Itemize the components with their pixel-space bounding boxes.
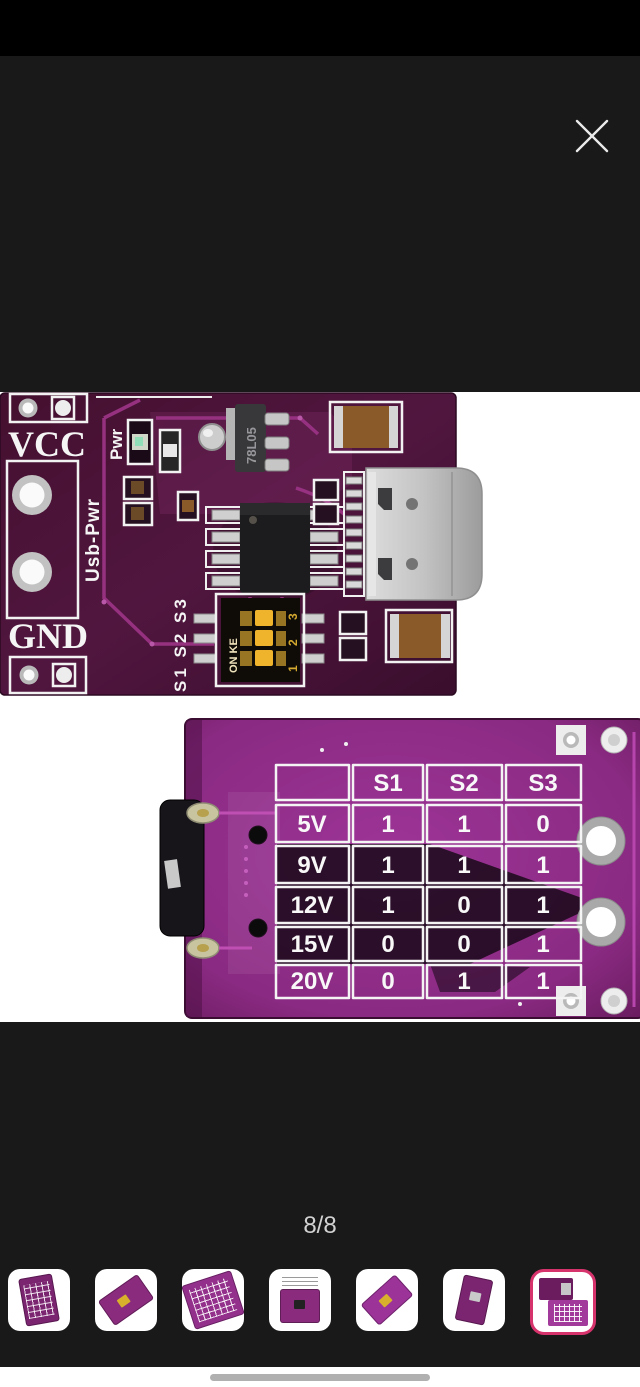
svg-text:1: 1 <box>381 811 394 838</box>
corner-pads <box>556 725 628 1016</box>
pcb-back-view: S1 S2 S3 5V 1 1 0 9V 1 1 1 12V 1 0 <box>159 718 640 1019</box>
svg-text:1: 1 <box>457 852 470 879</box>
thumbnail-strip <box>8 1269 632 1341</box>
vcc-pad-block <box>8 392 89 424</box>
dip-side-label: S1 S2 S3 <box>171 596 190 692</box>
thumbnail-product-photo-3[interactable] <box>182 1269 244 1331</box>
usb-c-connector <box>343 467 483 601</box>
row-label: 9V <box>297 852 326 879</box>
resistor <box>158 428 182 474</box>
small-parts-right <box>312 478 340 526</box>
svg-text:1: 1 <box>381 892 394 919</box>
close-button[interactable] <box>568 112 616 160</box>
close-icon <box>575 119 609 153</box>
capacitor-top-right <box>328 400 404 454</box>
svg-text:0: 0 <box>536 811 549 838</box>
thumbnail-product-photo-2[interactable] <box>95 1269 157 1331</box>
page-indicator: 8/8 <box>303 1212 337 1239</box>
thumbnail-product-photo-5[interactable] <box>356 1269 418 1331</box>
usb-c-connector-back <box>159 799 276 959</box>
svg-text:0: 0 <box>457 931 470 958</box>
row-label: 12V <box>291 892 334 919</box>
table-header-s1: S1 <box>373 770 402 797</box>
solder-blob <box>198 423 226 451</box>
pcb-front-view: VCC GND Pwr <box>0 392 483 696</box>
usb-pwr-label: Usb-Pwr <box>83 498 104 582</box>
via-dots <box>320 742 522 1006</box>
gnd-pad-block <box>8 655 88 695</box>
vcc-label: VCC <box>8 424 86 464</box>
row-label: 15V <box>291 931 334 958</box>
product-image[interactable]: VCC GND Pwr <box>0 392 640 1022</box>
svg-text:1: 1 <box>536 931 549 958</box>
gnd-label: GND <box>8 616 88 656</box>
thumbnail-product-photo-8[interactable] <box>530 1269 596 1335</box>
mounting-holes <box>576 816 626 947</box>
home-indicator[interactable] <box>210 1374 430 1381</box>
svg-text:1: 1 <box>536 892 549 919</box>
solder-highlight <box>203 429 213 437</box>
svg-text:1: 1 <box>457 811 470 838</box>
table-header-s2: S2 <box>449 770 478 797</box>
power-led <box>126 418 154 466</box>
voltage-table: S1 S2 S3 5V 1 1 0 9V 1 1 1 12V 1 0 <box>274 763 583 1000</box>
svg-text:1: 1 <box>536 852 549 879</box>
pwr-label: Pwr <box>107 428 126 460</box>
svg-text:1: 1 <box>457 968 470 995</box>
svg-text:0: 0 <box>381 931 394 958</box>
svg-text:1: 1 <box>381 852 394 879</box>
capacitor-bottom-right <box>338 608 454 664</box>
vias <box>101 415 303 647</box>
svg-text:0: 0 <box>381 968 394 995</box>
row-label: 5V <box>297 811 326 838</box>
svg-text:1: 1 <box>536 968 549 995</box>
dip-switch-marking: ON KE <box>228 638 240 673</box>
thumbnail-product-photo-4[interactable] <box>269 1269 331 1331</box>
thumbnail-product-photo-6[interactable] <box>443 1269 505 1331</box>
thumbnail-product-photo-1[interactable] <box>8 1269 70 1331</box>
bottom-bar <box>0 1367 640 1387</box>
svg-text:0: 0 <box>457 892 470 919</box>
dip-switch: ON KE 1 2 3 <box>193 592 325 688</box>
table-header-s3: S3 <box>528 770 557 797</box>
regulator-chip: 78L05 <box>226 404 290 472</box>
small-capacitors <box>122 475 200 527</box>
regulator-marking: 78L05 <box>244 427 259 464</box>
row-label: 20V <box>291 968 334 995</box>
power-through-holes <box>5 459 80 620</box>
dip-switch-numbers: 1 2 3 <box>286 605 300 672</box>
status-bar <box>0 0 640 56</box>
